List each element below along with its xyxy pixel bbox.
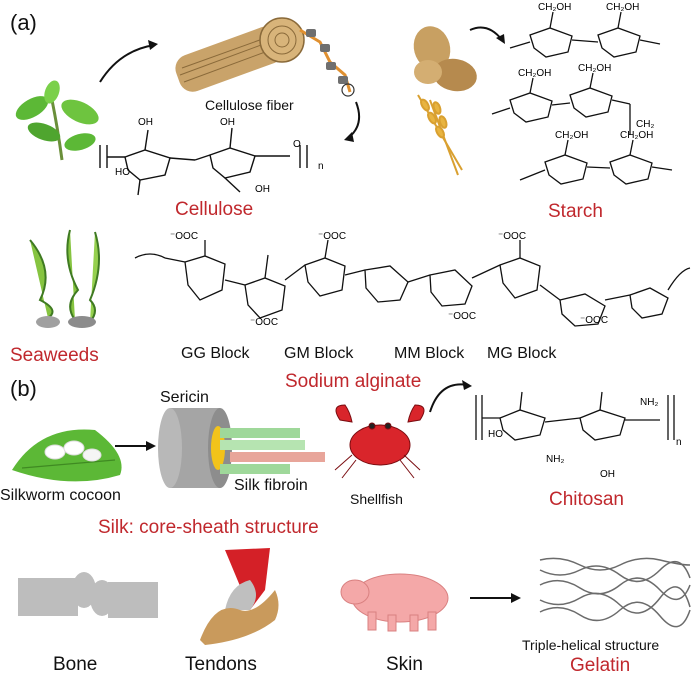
chem-ch2oh-2: CH₂OH	[606, 2, 640, 13]
gm-block-label: GM Block	[284, 345, 354, 362]
bone-label: Bone	[53, 654, 98, 675]
silk-fiber-icon	[158, 408, 325, 488]
chem-ho-2: HO	[488, 429, 503, 440]
mg-block-label: MG Block	[487, 345, 557, 362]
skin-label: Skin	[386, 654, 423, 675]
triple-helix-icon	[539, 557, 691, 628]
arrow-fiber-to-cellulose	[347, 101, 361, 139]
chem-nh2-2: NH₂	[546, 454, 565, 465]
cellulose-fiber-label: Cellulose fiber	[205, 97, 294, 113]
starch-structure	[491, 11, 673, 185]
silkworm-cocoon-icon	[12, 429, 122, 482]
chem-ch2: CH₂	[636, 119, 655, 130]
silkworm-cocoon-label: Silkworm cocoon	[0, 487, 121, 504]
alginate-structure	[134, 239, 691, 327]
gelatin-label: Gelatin	[570, 655, 631, 676]
panel-b-label: (b)	[10, 376, 37, 401]
panel-a-label: (a)	[10, 10, 37, 35]
sericin-label: Sericin	[160, 389, 209, 406]
chem-oh-4: OH	[600, 469, 615, 480]
silk-structure-label: Silk: core-sheath structure	[98, 517, 319, 538]
chem-coo-5: ⁻OOC	[448, 311, 477, 322]
chem-coo-2: ⁻OOC	[318, 231, 347, 242]
chitosan-structure	[475, 391, 675, 441]
crab-icon	[334, 404, 425, 479]
chem-coo-1: ⁻OOC	[170, 231, 199, 242]
cellulose-fiber-icon	[175, 17, 355, 97]
cellulose-label: Cellulose	[175, 199, 254, 220]
chem-oh-2: OH	[220, 117, 235, 128]
chem-o-1: O	[293, 139, 301, 150]
chem-ch2oh-6: CH₂OH	[620, 130, 654, 141]
chem-ch2oh-3: CH₂OH	[518, 68, 552, 79]
chem-coo-4: ⁻OOC	[250, 317, 279, 328]
gg-block-label: GG Block	[181, 345, 250, 362]
chem-n-2: n	[676, 437, 682, 448]
seaweeds-label: Seaweeds	[10, 345, 99, 366]
chem-ch2oh-5: CH₂OH	[555, 130, 589, 141]
silk-fibroin-label: Silk fibroin	[234, 477, 308, 494]
starch-label: Starch	[548, 201, 603, 222]
tendons-label: Tendons	[185, 654, 257, 675]
leaf-icon	[15, 80, 99, 161]
chem-oh-1: OH	[138, 117, 153, 128]
pig-icon	[340, 573, 449, 632]
chem-coo-3: ⁻OOC	[498, 231, 527, 242]
chem-coo-6: ⁻OOC	[580, 315, 609, 326]
chitosan-label: Chitosan	[549, 489, 624, 510]
chem-nh2-1: NH₂	[640, 397, 659, 408]
potato-icon	[413, 26, 477, 92]
cellulose-structure	[99, 127, 308, 196]
chem-ho-1: HO	[115, 167, 130, 178]
chem-n-1: n	[318, 161, 324, 172]
chem-ch2oh-4: CH₂OH	[578, 63, 612, 74]
chem-oh-3: OH	[255, 184, 270, 195]
seaweed-icon	[29, 229, 100, 328]
wheat-icon	[417, 94, 463, 176]
arrow-leaf-to-fiber	[99, 44, 156, 83]
triple-helix-label: Triple-helical structure	[522, 637, 660, 653]
shellfish-label: Shellfish	[350, 491, 403, 507]
mm-block-label: MM Block	[394, 345, 465, 362]
chem-ch2oh-1: CH₂OH	[538, 2, 572, 13]
bone-icon	[18, 572, 158, 618]
sodium-alginate-label: Sodium alginate	[285, 371, 422, 392]
tendon-icon	[200, 548, 279, 645]
arrow-crab-to-chitosan	[429, 383, 469, 413]
